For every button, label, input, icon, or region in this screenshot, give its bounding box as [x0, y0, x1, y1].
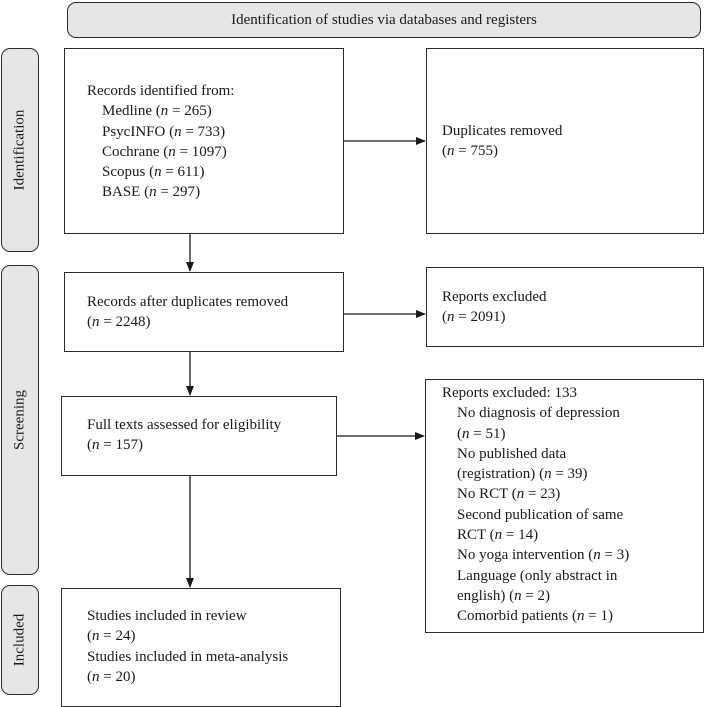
flow-header: Identification of studies via databases …: [67, 2, 701, 38]
header-text: Identification of studies via databases …: [231, 11, 537, 28]
phase-included-label: Included: [11, 613, 28, 667]
reason-no-data-count: (registration) (n = 39): [457, 466, 588, 483]
phase-identification-label: Identification: [11, 109, 28, 191]
full-texts-label: Full texts assessed for eligibility: [87, 417, 282, 433]
reason-no-data-line1: No published data: [457, 445, 567, 462]
included-meta-label: Studies included in meta-analysis: [87, 648, 289, 665]
after-duplicates-count: (n = 2248): [87, 314, 151, 331]
phase-screening: Screening: [1, 265, 39, 575]
records-identified-box: [64, 48, 344, 234]
source-scopus: Scopus (n = 611): [102, 164, 205, 181]
reason-comorbid: Comorbid patients (n = 1): [457, 608, 613, 625]
reports-excluded-content-2: Reports excluded: 133 No diagnosis of de…: [442, 383, 629, 627]
full-texts-count: (n = 157): [87, 437, 143, 454]
full-texts-content: Full texts assessed for eligibility (n =…: [87, 415, 281, 456]
reason-no-diagnosis-count: (n = 51): [457, 425, 506, 442]
reason-no-yoga: No yoga intervention (n = 3): [457, 547, 630, 564]
after-duplicates-content: Records after duplicates removed (n = 22…: [87, 292, 288, 333]
reports-excluded-title-2: Reports excluded: 133: [442, 385, 577, 401]
source-base: BASE (n = 297): [102, 184, 201, 201]
source-psycinfo: PsycINFO (n = 733): [102, 123, 226, 140]
reason-second-pub-count: RCT (n = 14): [457, 527, 539, 544]
reports-excluded-count-1: (n = 2091): [442, 309, 506, 326]
reports-excluded-content-1: Reports excluded (n = 2091): [442, 287, 547, 328]
records-identified-content: Records identified from: Medline (n = 26…: [87, 81, 234, 203]
phase-screening-label: Screening: [11, 390, 28, 450]
reason-second-pub-line1: Second publication of same: [457, 506, 624, 523]
reports-excluded-box-2: [425, 379, 704, 633]
duplicates-removed-content: Duplicates removed (n = 755): [442, 121, 562, 162]
after-duplicates-box: [64, 272, 344, 352]
included-meta-count: (n = 20): [87, 668, 136, 685]
reports-excluded-box-1: [426, 267, 704, 347]
after-duplicates-label: Records after duplicates removed: [87, 294, 289, 310]
included-review-label: Studies included in review: [87, 608, 247, 624]
included-review-count: (n = 24): [87, 628, 136, 645]
included-content: Studies included in review (n = 24) Stud…: [87, 606, 288, 687]
reports-excluded-label-1: Reports excluded: [442, 289, 547, 305]
reason-no-rct: No RCT (n = 23): [457, 486, 561, 503]
full-texts-box: [61, 396, 337, 476]
duplicates-removed-label: Duplicates removed: [442, 123, 563, 139]
records-identified-title: Records identified from:: [87, 83, 235, 99]
included-box: [61, 588, 341, 707]
reason-language-line1: Language (only abstract in: [457, 567, 618, 584]
duplicates-removed-box: [426, 48, 704, 234]
duplicates-removed-count: (n = 755): [442, 143, 498, 160]
source-medline: Medline (n = 265): [102, 103, 212, 120]
source-cochrane: Cochrane (n = 1097): [102, 143, 227, 160]
phase-identification: Identification: [1, 48, 39, 252]
reason-language-count: english) (n = 2): [457, 587, 551, 604]
phase-included: Included: [1, 585, 39, 695]
reason-no-diagnosis-line1: No diagnosis of depression: [457, 405, 620, 422]
